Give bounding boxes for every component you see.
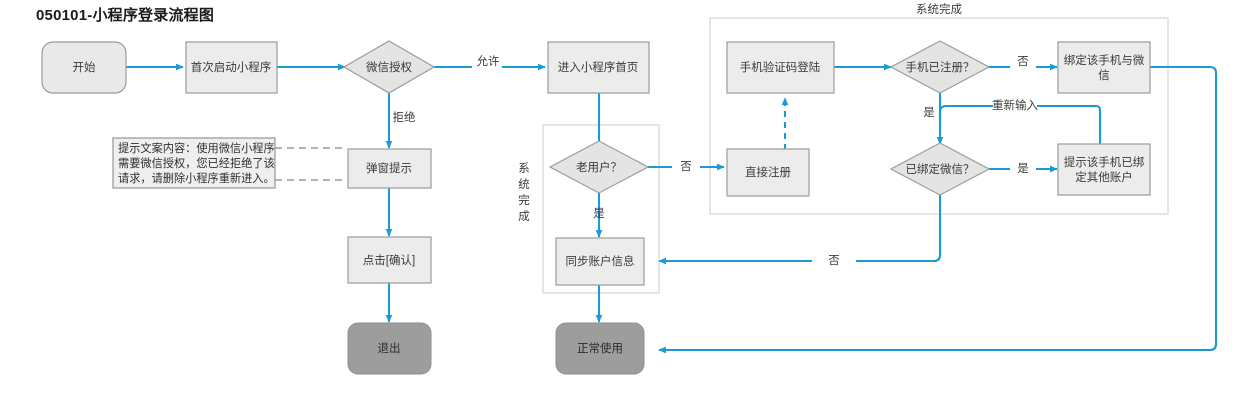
node-wx-bound-label: 已绑定微信？ — [906, 162, 975, 176]
edge-label-reinput: 重新输入 — [992, 98, 1038, 112]
edge-bind-to-normal-use — [658, 65, 1218, 354]
note-line-3: 请求，请删除小程序重新进入。 — [118, 171, 275, 185]
edge-reinput-seg1 — [1037, 104, 1102, 149]
node-wx-bound[interactable] — [889, 142, 991, 196]
node-wx-auth[interactable] — [342, 40, 436, 94]
node-click-confirm[interactable] — [347, 236, 432, 284]
group-label-middle-2: 完 — [518, 193, 530, 207]
node-popup-tip[interactable] — [347, 148, 432, 189]
edge-label-yes-bound: 是 — [1017, 162, 1029, 175]
node-sync-account-label: 同步账户信息 — [566, 254, 635, 268]
node-enter-home-label: 进入小程序首页 — [558, 60, 639, 74]
edge-reinput-seg2 — [938, 104, 993, 120]
node-normal-use-label: 正常使用 — [577, 341, 623, 355]
note-line-2: 需要微信授权，您已经拒绝了该 — [118, 156, 275, 170]
node-sms-login-label: 手机验证码登陆 — [740, 60, 821, 74]
edge-label-no-registered: 否 — [1017, 56, 1029, 68]
node-tip-bound-other-line1: 提示该手机已绑 — [1064, 155, 1145, 169]
page-title: 050101-小程序登录流程图 — [36, 7, 215, 24]
edge-label-allow: 允许 — [477, 54, 500, 68]
node-direct-register[interactable] — [726, 148, 810, 197]
node-wx-auth-label: 微信授权 — [366, 60, 412, 74]
node-old-user-label: 老用户？ — [576, 160, 622, 174]
node-enter-home[interactable] — [547, 41, 650, 94]
edge-label-no-old-user: 否 — [680, 161, 692, 173]
node-first-launch-label: 首次启动小程序 — [191, 60, 272, 74]
edge-label-no-bound: 否 — [828, 255, 840, 267]
node-first-launch[interactable] — [185, 41, 278, 94]
node-click-confirm-label: 点击[确认] — [363, 254, 415, 267]
group-label-right-top: 系统完成 — [916, 2, 962, 16]
node-start-label: 开始 — [73, 60, 96, 74]
node-tip-bound-other[interactable] — [1057, 143, 1151, 196]
edge-label-refuse: 拒绝 — [393, 110, 416, 124]
node-normal-use[interactable] — [555, 322, 645, 375]
group-label-middle-0: 系 — [518, 162, 530, 175]
group-label-middle-3: 成 — [518, 210, 530, 223]
node-sms-login[interactable] — [726, 41, 835, 94]
node-popup-tip-label: 弹窗提示 — [366, 161, 412, 175]
node-start[interactable] — [41, 41, 127, 94]
node-exit-label: 退出 — [378, 341, 401, 355]
node-phone-registered-label: 手机已注册？ — [906, 60, 975, 74]
edge-wx-bound-no-seg1 — [856, 195, 942, 263]
node-bind-phone-wx-line2: 信 — [1098, 69, 1110, 82]
note-box — [112, 137, 276, 189]
note-line-1: 提示文案内容：使用微信小程序 — [118, 141, 275, 155]
node-tip-bound-other-line2: 定其他账户 — [1075, 170, 1133, 184]
edge-label-yes-old-user: 是 — [593, 207, 605, 220]
node-direct-register-label: 直接注册 — [745, 165, 791, 179]
node-old-user[interactable] — [548, 140, 650, 194]
node-phone-registered[interactable] — [889, 40, 991, 94]
group-label-middle-1: 统 — [518, 178, 530, 191]
node-bind-phone-wx-line1: 绑定该手机与微 — [1064, 53, 1145, 67]
node-sync-account[interactable] — [555, 237, 645, 286]
node-exit[interactable] — [347, 322, 432, 375]
node-bind-phone-wx[interactable] — [1057, 41, 1151, 94]
edge-label-yes-registered: 是 — [923, 106, 935, 119]
group-box-middle — [542, 124, 660, 294]
